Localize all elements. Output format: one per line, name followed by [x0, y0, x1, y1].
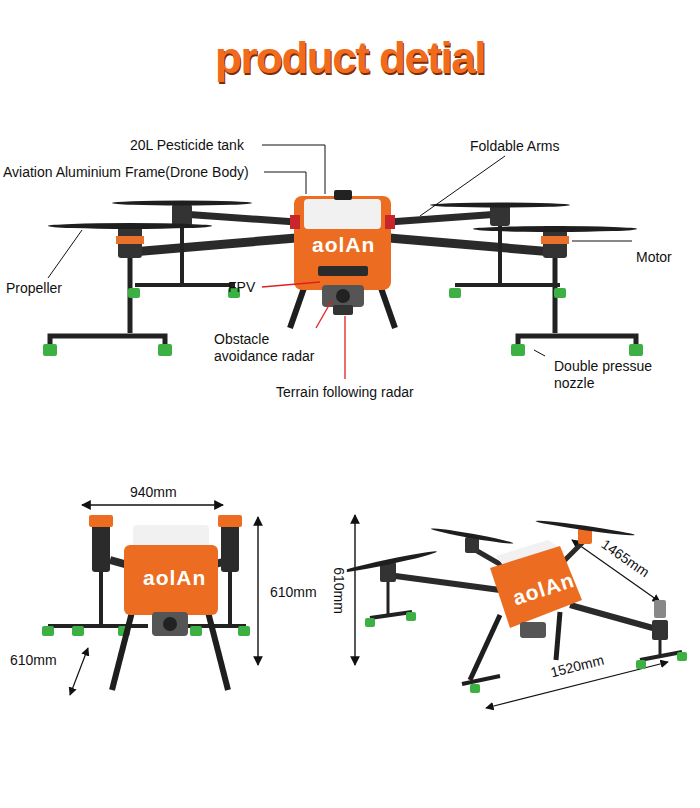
dimension-label: 610mm [8, 652, 59, 669]
part-label: Double pressue nozzle [554, 358, 664, 392]
dimension-label: 1465mm [596, 535, 654, 582]
part-label: Foldable Arms [470, 138, 559, 155]
dimension-label: 610mm [268, 584, 319, 601]
part-label: 20L Pesticide tank [130, 137, 244, 154]
page-title: product detial [0, 32, 700, 84]
dimension-label: 940mm [128, 484, 179, 501]
part-label: Motor [636, 249, 672, 266]
part-label: Aviation Aluminium Frame(Drone Body) [3, 164, 249, 181]
brand-logo: aolAn [143, 567, 206, 589]
part-label: Terrain following radar [276, 384, 414, 401]
part-label: FPV [228, 279, 255, 296]
part-label: Propeller [6, 280, 62, 297]
dimension-label: 610mm [330, 565, 347, 616]
brand-logo: aolAn [312, 234, 375, 256]
part-label: Obstacle avoidance radar [214, 331, 326, 365]
